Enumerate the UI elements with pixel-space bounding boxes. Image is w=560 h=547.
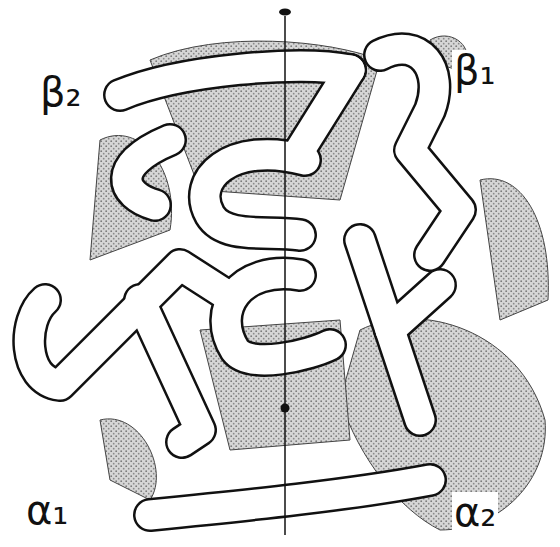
helix-tube bbox=[140, 300, 200, 442]
helix-tube bbox=[226, 274, 330, 360]
axis-dot bbox=[281, 404, 290, 413]
helix-tube bbox=[205, 155, 305, 235]
helix-outlines bbox=[29, 49, 460, 515]
helix-tube bbox=[390, 285, 440, 330]
helix-tube bbox=[120, 66, 350, 95]
subunit-label: α₂ bbox=[452, 492, 498, 532]
helix-tube bbox=[150, 480, 430, 515]
helix-tube bbox=[300, 70, 350, 150]
helix-tube bbox=[140, 300, 200, 442]
stippled-region bbox=[90, 136, 172, 260]
dyad-axis bbox=[284, 16, 286, 535]
stippled-region bbox=[100, 419, 156, 500]
helix-tube bbox=[120, 66, 350, 95]
helix-tube bbox=[150, 480, 430, 515]
helix-tube bbox=[226, 274, 330, 360]
stippled-region bbox=[480, 179, 548, 320]
helix-tube bbox=[300, 70, 350, 150]
helix-tube bbox=[127, 140, 170, 205]
helix-tube bbox=[380, 49, 460, 255]
helix-fills bbox=[29, 49, 460, 515]
subunit-label: α₁ bbox=[24, 490, 70, 530]
helix-tube bbox=[127, 140, 170, 205]
helix-tube bbox=[29, 265, 222, 385]
helix-tube bbox=[205, 155, 305, 235]
helix-tube bbox=[380, 49, 460, 255]
helix-tube bbox=[390, 285, 440, 330]
subunit-label: β₁ bbox=[452, 50, 498, 90]
dyad-symbol bbox=[279, 9, 291, 16]
subunit-label: β₂ bbox=[38, 72, 84, 112]
helix-tube bbox=[29, 265, 222, 385]
